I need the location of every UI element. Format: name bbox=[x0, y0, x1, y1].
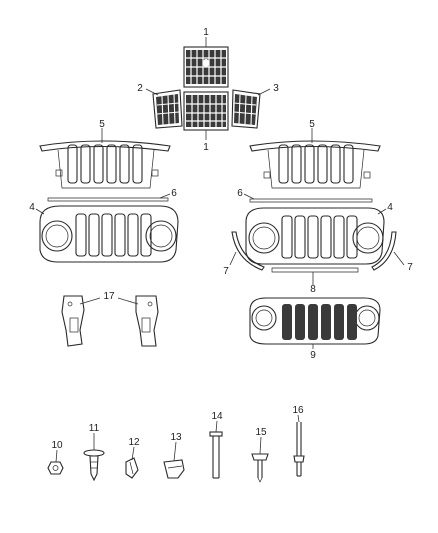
part-6-right-strip bbox=[249, 198, 373, 203]
callout-1-bottom: 1 bbox=[203, 142, 209, 153]
part-7-right-trim bbox=[371, 231, 397, 271]
part-9-mesh-grille bbox=[249, 297, 381, 345]
callout-7-right: 7 bbox=[407, 262, 413, 273]
part-6-left-strip bbox=[47, 197, 169, 202]
part-15-screw bbox=[251, 453, 269, 483]
callout-14: 14 bbox=[211, 411, 223, 422]
part-4-right-grille bbox=[245, 207, 385, 265]
part-4-left-grille bbox=[39, 205, 179, 263]
part-5-right-grille-frame bbox=[249, 140, 381, 189]
callout-15: 15 bbox=[255, 427, 267, 438]
part-10-nut bbox=[47, 461, 64, 475]
callout-1-top: 1 bbox=[203, 27, 209, 38]
callout-4-right: 4 bbox=[387, 202, 393, 213]
callout-7-left: 7 bbox=[223, 266, 229, 277]
part-1-lower-mesh bbox=[183, 91, 229, 131]
callout-12: 12 bbox=[128, 437, 140, 448]
leader-lines bbox=[35, 37, 405, 463]
callout-labels: 1 1 2 3 5 5 6 6 4 4 7 7 8 9 17 10 11 12 … bbox=[29, 27, 413, 451]
part-8-lower-strip bbox=[271, 267, 359, 273]
callout-10: 10 bbox=[51, 440, 63, 451]
part-17-left-bracket bbox=[61, 295, 85, 347]
part-11-push-pin bbox=[83, 449, 105, 482]
callout-17: 17 bbox=[103, 291, 115, 302]
callout-9: 9 bbox=[310, 350, 316, 361]
part-16-stud bbox=[293, 422, 305, 477]
callout-16: 16 bbox=[292, 405, 304, 416]
callout-3: 3 bbox=[273, 83, 279, 94]
callout-6-left: 6 bbox=[171, 188, 177, 199]
part-7-left-trim bbox=[231, 231, 265, 271]
callout-11: 11 bbox=[89, 423, 100, 434]
callout-8: 8 bbox=[310, 284, 316, 295]
part-13-retainer bbox=[163, 459, 185, 479]
callout-4-left: 4 bbox=[29, 202, 35, 213]
callout-2: 2 bbox=[137, 83, 143, 94]
callout-5-left: 5 bbox=[99, 119, 105, 130]
callout-6-right: 6 bbox=[237, 188, 243, 199]
part-14-bolt bbox=[209, 431, 223, 479]
part-3-right-mesh bbox=[231, 89, 261, 129]
part-12-clip bbox=[125, 457, 139, 479]
part-5-left-grille-frame bbox=[39, 140, 171, 189]
callout-5-right: 5 bbox=[309, 119, 315, 130]
callout-13: 13 bbox=[170, 432, 182, 443]
part-1-upper-mesh bbox=[183, 46, 229, 88]
part-2-left-mesh bbox=[152, 89, 183, 129]
part-17-right-bracket bbox=[135, 295, 159, 347]
